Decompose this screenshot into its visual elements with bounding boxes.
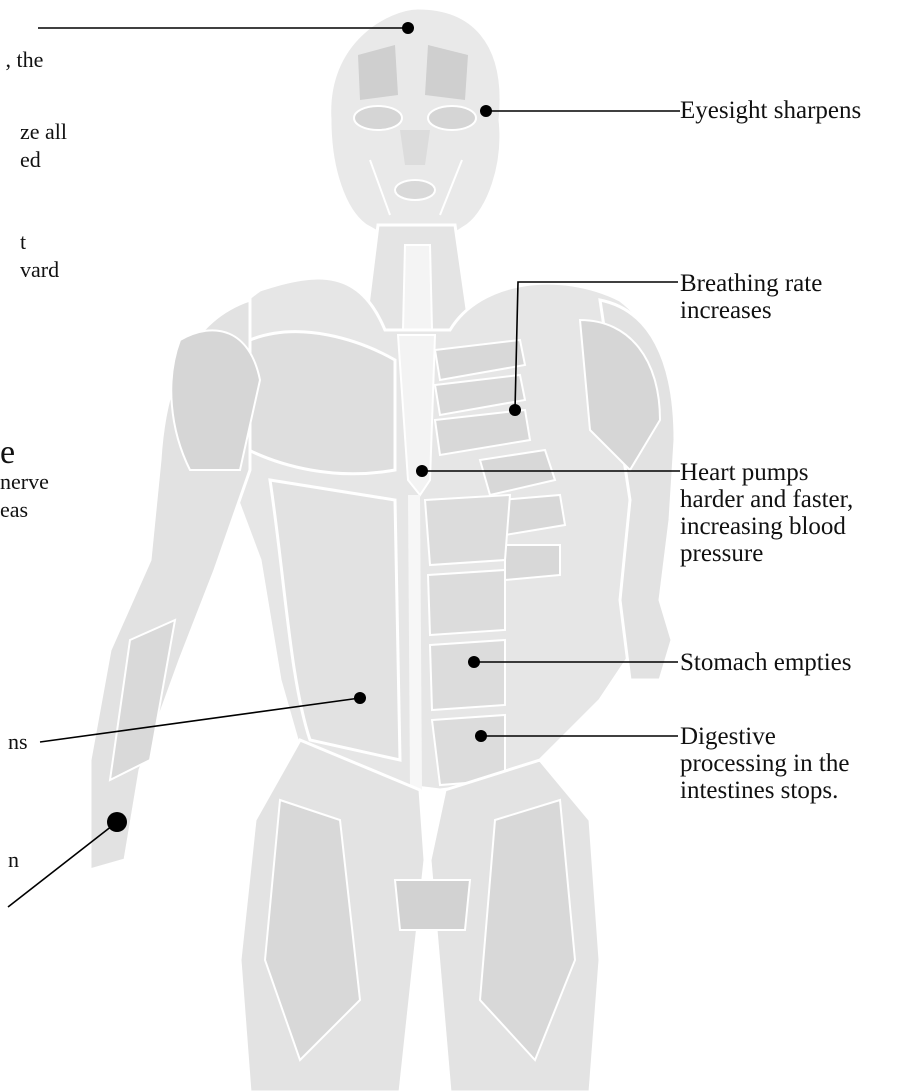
label-line: ns — [8, 728, 28, 756]
head — [330, 8, 501, 238]
label-line: n — [8, 846, 19, 874]
label-line: , the — [0, 46, 43, 74]
label-line: Eyesight sharpens — [680, 97, 861, 124]
label-line: ed — [20, 146, 67, 174]
label-line: harder and faster, — [680, 486, 853, 513]
label-line: Digestive — [680, 723, 849, 750]
label-line: increasing blood — [680, 513, 853, 540]
neck — [365, 225, 470, 330]
dot-hand — [107, 812, 127, 832]
label-line: vard — [20, 256, 59, 284]
label-eyesight: Eyesight sharpens — [680, 97, 861, 124]
dot-eyesight — [480, 105, 492, 117]
label-heart: Heart pumps harder and faster, increasin… — [680, 459, 853, 567]
dot-stomach — [468, 656, 480, 668]
label-line: pressure — [680, 540, 853, 567]
label-line: Breathing rate — [680, 270, 822, 297]
label-line: nerve — [0, 468, 49, 496]
label-line: Heart pumps — [680, 459, 853, 486]
label-breathing: Breathing rate increases — [680, 270, 822, 324]
dot-breathing — [509, 404, 521, 416]
label-fragment-4: e nerve eas — [0, 438, 49, 524]
label-line: t — [20, 228, 59, 256]
label-line: eas — [0, 496, 49, 524]
label-line: e — [0, 438, 49, 468]
label-line: Stomach empties — [680, 649, 852, 676]
label-line: processing in the — [680, 750, 849, 777]
dot-heart — [416, 465, 428, 477]
left-arm — [90, 300, 260, 870]
dot-head — [402, 22, 414, 34]
legs — [240, 740, 600, 1092]
label-digestive: Digestive processing in the intestines s… — [680, 723, 849, 804]
label-stomach: Stomach empties — [680, 649, 852, 676]
dot-side — [354, 692, 366, 704]
label-fragment-top: , the — [0, 46, 43, 74]
label-line: intestines stops. — [680, 777, 849, 804]
label-fragment-2: ze all ed — [20, 118, 67, 174]
label-fragment-3: t vard — [20, 228, 59, 284]
label-line: ze all — [20, 118, 67, 146]
dot-digestive — [475, 730, 487, 742]
label-line: increases — [680, 297, 822, 324]
label-fragment-6: n — [8, 846, 19, 874]
label-fragment-5: ns — [8, 728, 28, 756]
